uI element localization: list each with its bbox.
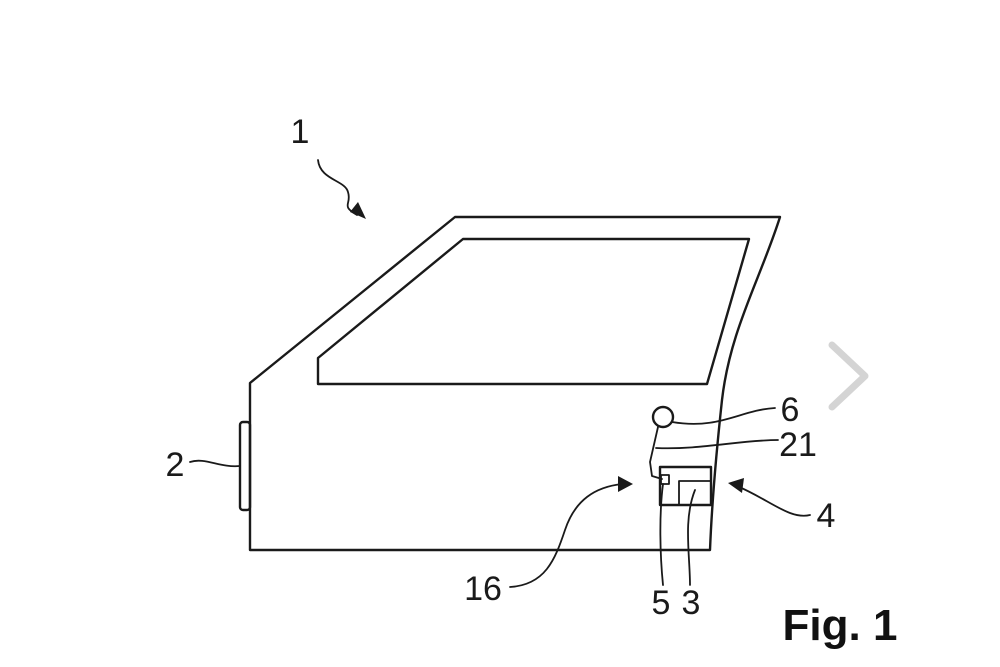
leader-2 — [189, 459, 241, 468]
hinge — [238, 420, 252, 512]
door-outline — [248, 215, 782, 552]
chevron-right-icon[interactable] — [815, 335, 875, 415]
label-door: 1 — [291, 113, 310, 151]
leader-3 — [687, 489, 696, 586]
leader-5 — [659, 483, 664, 586]
arrowhead-16 — [618, 476, 633, 492]
handle — [651, 405, 675, 429]
window-outline — [316, 237, 751, 386]
label-connector: 21 — [779, 426, 817, 464]
label-hinge: 2 — [166, 446, 185, 484]
label-sensor: 5 — [652, 584, 671, 622]
arrowhead-1 — [350, 202, 366, 219]
leader-1 — [317, 159, 358, 216]
label-opening: 16 — [464, 570, 502, 608]
leader-16 — [509, 483, 623, 588]
figure-caption: Fig. 1 — [783, 601, 898, 650]
control-unit — [678, 480, 712, 506]
leader-21 — [655, 439, 779, 450]
label-unit: 3 — [682, 584, 701, 622]
label-lock: 4 — [817, 497, 836, 535]
leader-4 — [736, 485, 811, 517]
sensor — [660, 474, 670, 485]
arrowhead-4 — [728, 478, 744, 493]
connector-rod — [649, 426, 663, 480]
leader-6 — [671, 407, 776, 425]
label-handle: 6 — [781, 391, 800, 429]
lock-housing — [658, 465, 713, 507]
